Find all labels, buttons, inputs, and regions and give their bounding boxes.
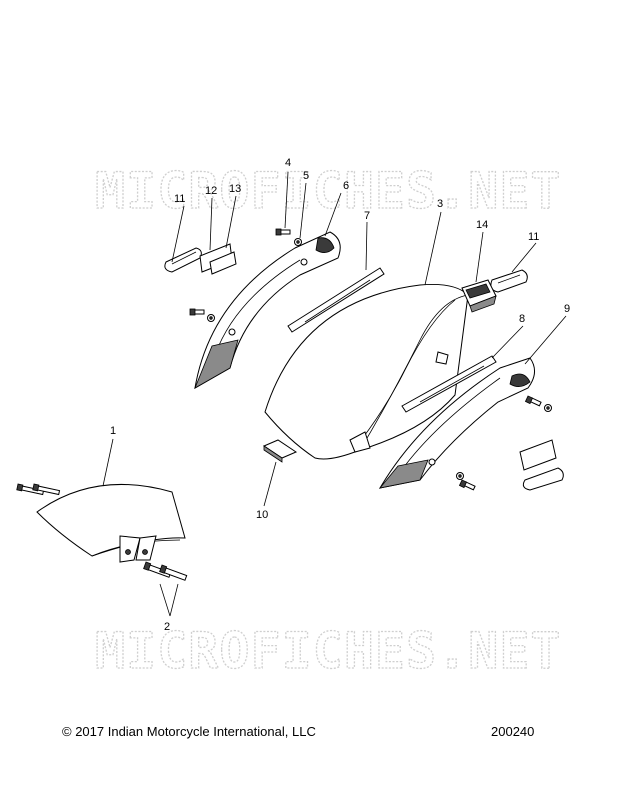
- bolt-4: [275, 228, 291, 236]
- callout-6: 6: [343, 180, 349, 192]
- document-number: 200240: [491, 724, 535, 739]
- callout-13: 13: [229, 183, 241, 195]
- front-fender-bolts-bottom: [143, 561, 188, 581]
- pad-10: [262, 439, 298, 463]
- bolt-right-upper: [524, 395, 552, 412]
- rear-reflector-bracket: [519, 439, 564, 491]
- bumper-14: [461, 279, 497, 313]
- copyright-text: © 2017 Indian Motorcycle International, …: [62, 724, 316, 739]
- callout-1: 1: [110, 425, 116, 437]
- right-rail: [378, 357, 535, 489]
- callout-11-right: 11: [528, 231, 539, 243]
- rear-fender: [264, 284, 469, 460]
- strip-7: [287, 267, 385, 333]
- callout-14: 14: [476, 219, 488, 231]
- reflector-left: [164, 247, 202, 273]
- watermark-bottom: MICROFICHES.NET: [95, 622, 562, 680]
- watermark-top: MICROFICHES.NET: [95, 162, 562, 220]
- washer-5: [294, 238, 302, 246]
- bolt-right-lower: [456, 472, 476, 491]
- callout-7: 7: [364, 210, 370, 222]
- front-fender: [36, 484, 186, 563]
- callout-2: 2: [164, 621, 170, 633]
- callout-8: 8: [519, 313, 525, 325]
- bracket-12-13: [199, 243, 237, 275]
- callout-3: 3: [437, 198, 443, 210]
- strip-8: [401, 355, 497, 413]
- reflector-right: [490, 269, 528, 293]
- callout-4: 4: [285, 157, 291, 169]
- callout-5: 5: [303, 170, 309, 182]
- left-rail: [194, 231, 341, 389]
- callout-11-left: 11: [174, 193, 185, 205]
- front-fender-bolts-top: [16, 483, 61, 496]
- callout-9: 9: [564, 303, 570, 315]
- callout-10: 10: [256, 509, 268, 521]
- callout-12: 12: [205, 185, 217, 197]
- bolt-left-lower: [189, 308, 215, 322]
- leader-lines: [102, 171, 567, 617]
